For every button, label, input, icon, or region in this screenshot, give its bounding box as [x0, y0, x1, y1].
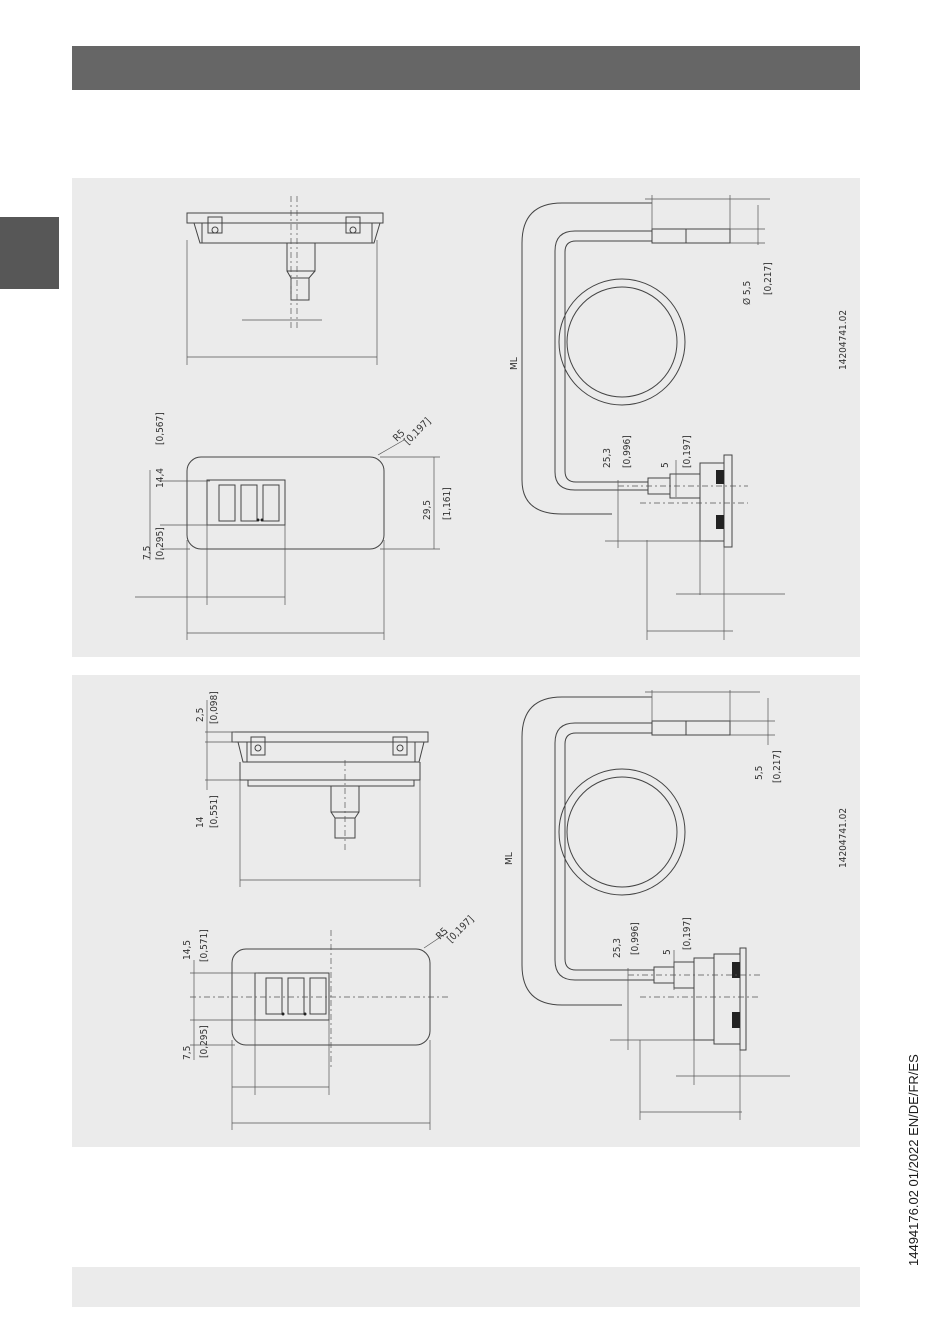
svg-text:5: 5: [662, 949, 673, 955]
svg-text:ML: ML: [509, 357, 520, 370]
svg-text:[0,217]: [0,217]: [772, 750, 783, 783]
svg-text:14,5: 14,5: [182, 940, 193, 960]
svg-text:14204741.02: 14204741.02: [838, 808, 849, 868]
svg-text:[0,197]: [0,197]: [682, 435, 693, 468]
svg-text:29,5: 29,5: [422, 500, 433, 520]
svg-text:[0,295]: [0,295]: [199, 1025, 210, 1058]
svg-text:Ø 5,5: Ø 5,5: [741, 281, 753, 305]
panel1-cable-view: [522, 195, 785, 640]
svg-text:[0,098]: [0,098]: [209, 691, 220, 724]
svg-text:25,3: 25,3: [612, 938, 623, 958]
svg-text:14,4: 14,4: [155, 468, 166, 488]
panel1-labels: 14,4 [0,567] 7,5 [0,295] 29,5 [1,161] R5…: [142, 262, 849, 560]
svg-text:5,5: 5,5: [754, 766, 765, 780]
svg-text:[0,197]: [0,197]: [682, 917, 693, 950]
svg-text:[0,197]: [0,197]: [445, 914, 476, 945]
svg-text:25,3: 25,3: [602, 448, 613, 468]
svg-text:7,5: 7,5: [142, 546, 153, 560]
panel2-cable-view: [522, 690, 790, 1120]
svg-text:[0,571]: [0,571]: [199, 929, 210, 962]
svg-text:14: 14: [195, 816, 206, 828]
panel1-side-view: [187, 196, 383, 365]
svg-text:ML: ML: [504, 852, 515, 865]
panel1-front-view: [135, 440, 440, 640]
panel2-side-view: [205, 700, 428, 887]
svg-text:14204741.02: 14204741.02: [838, 310, 849, 370]
svg-text:2,5: 2,5: [195, 708, 206, 722]
svg-text:7,5: 7,5: [182, 1046, 193, 1060]
svg-text:[0,197]: [0,197]: [402, 416, 433, 447]
svg-text:[0,551]: [0,551]: [209, 795, 220, 828]
svg-text:[0,295]: [0,295]: [155, 527, 166, 560]
svg-text:[0,217]: [0,217]: [763, 262, 774, 295]
svg-text:[0,996]: [0,996]: [622, 435, 633, 468]
svg-text:5: 5: [660, 462, 671, 468]
svg-text:[1,161]: [1,161]: [442, 487, 453, 520]
svg-text:[0,567]: [0,567]: [155, 412, 166, 445]
panel2-front-view: [190, 930, 450, 1130]
svg-text:[0,996]: [0,996]: [630, 922, 641, 955]
